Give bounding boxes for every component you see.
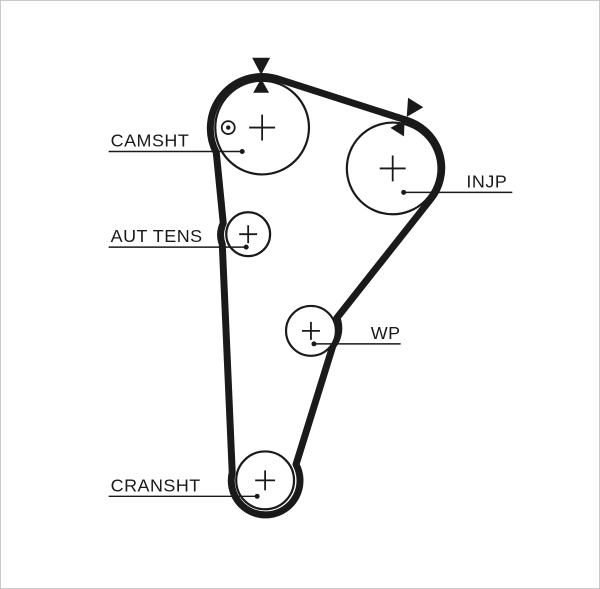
camshaft-callout: CAMSHT [108,131,245,154]
crankshaft-leader-dot [254,493,260,499]
arrow-up-icon [253,78,270,93]
camshaft-label: CAMSHT [111,131,190,151]
water-pump-callout: WP [311,323,401,347]
tensioner-leader-dot [243,244,249,250]
camshaft-alignment-arrows [252,57,271,93]
injection-pump-leader-dot [401,189,407,195]
arrow-up-icon [390,120,405,137]
injection-pump-pulley [345,121,440,216]
camshaft-timing-mark-icon [220,120,236,135]
camshaft-pulley [214,79,311,176]
tensioner-center-cross-icon [239,225,258,244]
water-pump-center-cross-icon [301,321,320,340]
injection-pump-center-cross-icon [379,155,406,182]
injection-pump-callout: INJP [401,171,513,195]
tensioner-callout: AUT TENS [108,226,249,250]
crankshaft-label: CRANSHT [111,475,201,495]
camshaft-center-cross-icon [249,114,276,141]
belt-path [206,73,446,519]
camshaft-leader-dot [239,148,245,154]
crankshaft-center-cross-icon [255,470,276,491]
injection-pump-alignment-arrows [390,97,424,137]
water-pump-pulley [284,304,337,357]
tensioner-label: AUT TENS [111,226,203,246]
tensioner-pulley [225,211,272,258]
crankshaft-callout: CRANSHT [108,475,260,499]
water-pump-label: WP [371,323,401,343]
arrow-down-icon [406,97,424,117]
water-pump-leader-dot [311,341,317,347]
timing-belt [206,73,446,519]
arrow-down-icon [252,57,271,75]
injection-pump-label: INJP [466,171,507,191]
crankshaft-pulley [235,450,296,511]
